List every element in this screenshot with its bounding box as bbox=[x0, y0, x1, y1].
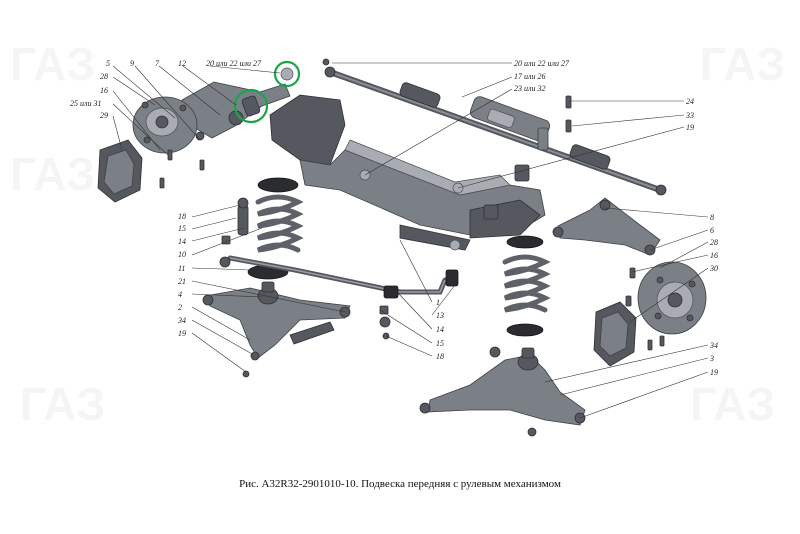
right-lower-control-arm bbox=[419, 346, 586, 437]
figure-caption: Рис. А32R32-2901010-10. Подвеска передня… bbox=[239, 478, 561, 490]
callout-label: 14 bbox=[178, 237, 186, 246]
callout-label: 28 bbox=[710, 238, 718, 247]
highlight-circle-arm-bolt bbox=[233, 88, 269, 124]
watermark-pattern: ГАЗ ГАЗ ГАЗ ГАЗ ГАЗ bbox=[10, 38, 785, 430]
left-brake-caliper bbox=[97, 139, 143, 203]
stabilizer-bar bbox=[219, 255, 459, 328]
callout-label: 34 bbox=[709, 341, 718, 350]
right-hub-knuckle bbox=[637, 261, 707, 335]
callout-label: 16 bbox=[100, 86, 108, 95]
callout-labels: 5 9 7 12 20 или 22 или 27 28 16 25 или 3… bbox=[70, 59, 718, 377]
callout-label: 19 bbox=[686, 123, 694, 132]
callout-label: 11 bbox=[178, 264, 185, 273]
callout-label: 28 bbox=[100, 72, 108, 81]
callout-label: 10 bbox=[178, 250, 186, 259]
callout-label: 4 bbox=[178, 290, 182, 299]
svg-text:ГАЗ: ГАЗ bbox=[10, 148, 95, 200]
callout-label: 23 или 32 bbox=[514, 84, 546, 93]
callout-label: 6 bbox=[710, 226, 714, 235]
callout-label: 34 bbox=[177, 316, 186, 325]
fasteners bbox=[159, 58, 665, 351]
callout-label: 33 bbox=[685, 111, 694, 120]
svg-text:ГАЗ: ГАЗ bbox=[700, 38, 785, 90]
callout-label: 16 bbox=[710, 251, 718, 260]
callout-label: 13 bbox=[436, 311, 444, 320]
right-coil-spring bbox=[502, 235, 551, 337]
callout-label: 25 или 31 bbox=[70, 99, 102, 108]
right-upper-control-arm bbox=[552, 197, 661, 256]
callout-label: 14 bbox=[436, 325, 444, 334]
svg-text:ГАЗ: ГАЗ bbox=[20, 378, 105, 430]
callout-label: 30 bbox=[709, 264, 718, 273]
steering-rack bbox=[324, 66, 667, 196]
subframe bbox=[269, 94, 546, 251]
svg-text:ГАЗ: ГАЗ bbox=[10, 38, 95, 90]
callout-label: 19 bbox=[178, 329, 186, 338]
callout-label: 2 bbox=[178, 303, 182, 312]
callout-label: 15 bbox=[178, 224, 186, 233]
callout-label: 17 или 26 bbox=[514, 72, 546, 81]
leader-lines bbox=[112, 62, 709, 419]
callout-label: 24 bbox=[686, 97, 694, 106]
callout-label: 21 bbox=[178, 277, 186, 286]
svg-text:ГАЗ: ГАЗ bbox=[690, 378, 775, 430]
callout-label: 5 bbox=[106, 59, 110, 68]
callout-label: 20 или 22 или 27 bbox=[514, 59, 570, 68]
callout-label: 9 bbox=[130, 59, 134, 68]
left-hub-knuckle bbox=[132, 96, 198, 154]
callout-label: 29 bbox=[100, 111, 108, 120]
callout-label: 15 bbox=[436, 339, 444, 348]
highlight-circle-top bbox=[273, 60, 301, 88]
right-brake-caliper bbox=[593, 301, 637, 367]
callout-label: 20 или 22 или 27 bbox=[206, 59, 262, 68]
callout-label: 18 bbox=[436, 352, 444, 361]
highlight-markers bbox=[233, 60, 301, 124]
callout-label: 7 bbox=[155, 59, 160, 68]
callout-label: 3 bbox=[709, 354, 714, 363]
callout-label: 19 bbox=[710, 368, 718, 377]
callout-label: 18 bbox=[178, 212, 186, 221]
callout-label: 12 bbox=[178, 59, 186, 68]
left-lower-control-arm bbox=[202, 281, 351, 378]
callout-label: 1 bbox=[436, 298, 440, 307]
callout-label: 8 bbox=[710, 213, 714, 222]
